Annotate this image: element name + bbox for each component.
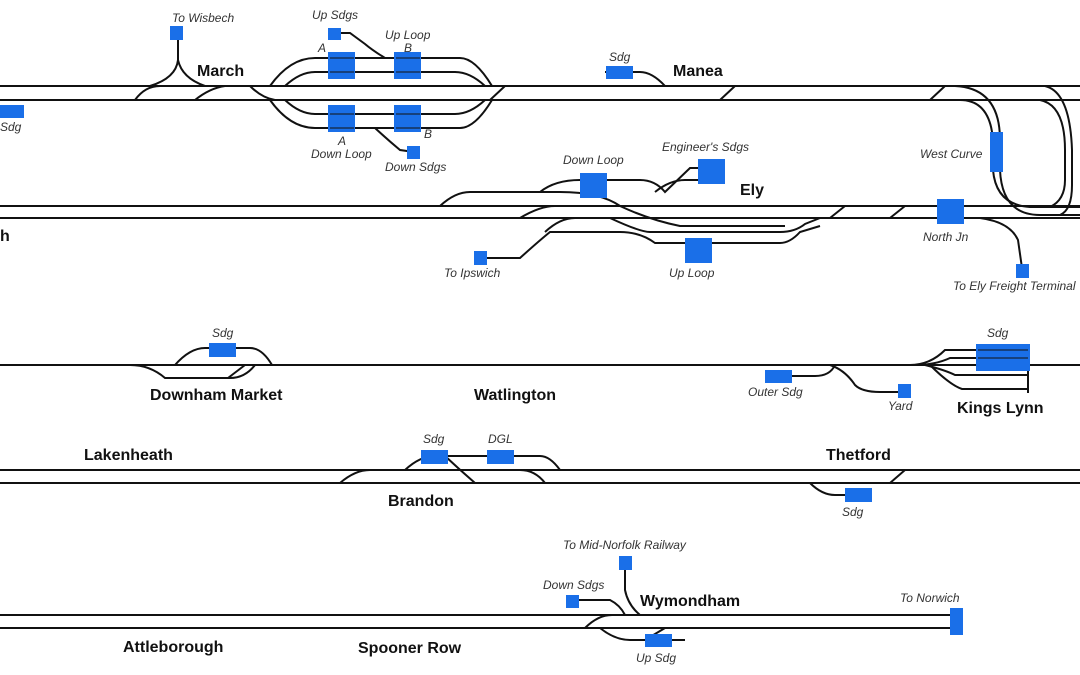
label-sdg-downham: Sdg [212, 326, 234, 340]
march-manea-section [0, 32, 1080, 216]
cropped-station-label: h [0, 228, 10, 245]
label-north-jn: North Jn [923, 230, 969, 244]
siding-blocks [0, 26, 1030, 647]
label-a-top: A [317, 41, 326, 55]
block-markers [330, 57, 1028, 359]
label-to-wisbech: To Wisbech [172, 11, 234, 25]
label-outer-sdg: Outer Sdg [748, 385, 803, 399]
label-down-sdgs-wymondham: Down Sdgs [543, 578, 604, 592]
label-sdg-brandon: Sdg [423, 432, 445, 446]
station-downham-market: Downham Market [150, 387, 283, 404]
label-up-sdgs: Up Sdgs [312, 8, 358, 22]
label-sdg-left: Sdg [0, 120, 22, 134]
station-wymondham: Wymondham [640, 593, 740, 610]
norwich-block [950, 608, 963, 635]
brandon-sdg-block [421, 450, 448, 464]
mid-norfolk-block [619, 556, 632, 570]
ely-down-loop-block [580, 173, 607, 198]
label-b-bottom: B [424, 127, 432, 141]
label-up-loop-march: Up Loop [385, 28, 431, 42]
station-lakenheath: Lakenheath [84, 447, 173, 464]
march-up-b-block [394, 52, 421, 79]
label-sdg-manea: Sdg [609, 50, 631, 64]
yard-block [898, 384, 911, 398]
ely-section [0, 167, 1080, 269]
station-watlington: Watlington [474, 387, 556, 404]
dgl-block [487, 450, 514, 464]
label-down-loop-march: Down Loop [311, 147, 372, 161]
north-jn-block [937, 199, 964, 224]
station-spooner-row: Spooner Row [358, 640, 462, 657]
label-down-loop-ely: Down Loop [563, 153, 624, 167]
label-dgl: DGL [488, 432, 513, 446]
downham-sdg-block [209, 343, 236, 357]
label-a-bottom: A [337, 134, 346, 148]
engineers-sdgs-block [698, 159, 725, 184]
station-march: March [197, 63, 244, 80]
station-attleborough: Attleborough [123, 639, 223, 656]
station-kings-lynn: Kings Lynn [957, 400, 1044, 417]
outer-sdg-block [765, 370, 792, 383]
label-to-mid-norfolk: To Mid-Norfolk Railway [563, 538, 687, 552]
march-up-a-block [328, 52, 355, 79]
label-up-sdg-wymondham: Up Sdg [636, 651, 676, 665]
label-engineers-sdgs: Engineer's Sdgs [662, 140, 749, 154]
ely-up-loop-block [685, 238, 712, 263]
station-manea: Manea [673, 63, 723, 80]
station-brandon: Brandon [388, 493, 454, 510]
label-b-top: B [404, 41, 412, 55]
left-sdg-block [0, 105, 24, 118]
label-up-loop-ely: Up Loop [669, 266, 715, 280]
station-thetford: Thetford [826, 447, 891, 464]
label-west-curve: West Curve [920, 147, 983, 161]
down-sdgs-block [407, 146, 420, 159]
brandon-thetford-section [0, 455, 1080, 496]
label-to-ipswich: To Ipswich [444, 266, 501, 280]
freight-terminal-block [1016, 264, 1029, 278]
manea-sdg-block [606, 66, 633, 79]
station-ely: Ely [740, 182, 764, 199]
label-yard: Yard [888, 399, 913, 413]
thetford-sdg-block [845, 488, 872, 502]
up-sdg-wymondham-block [645, 634, 672, 647]
down-sdgs-wymondham-block [566, 595, 579, 608]
label-to-ely-freight: To Ely Freight Terminal [953, 279, 1076, 293]
label-sdg-kings-lynn: Sdg [987, 326, 1009, 340]
label-down-sdgs-march: Down Sdgs [385, 160, 446, 174]
kings-lynn-section [0, 346, 1080, 393]
wisbech-line-block [170, 26, 183, 40]
wymondham-section [0, 565, 960, 641]
west-curve-block [990, 132, 1003, 172]
up-sdgs-block [328, 28, 341, 40]
ipswich-block [474, 251, 487, 265]
label-to-norwich: To Norwich [900, 591, 960, 605]
label-sdg-thetford: Sdg [842, 505, 864, 519]
